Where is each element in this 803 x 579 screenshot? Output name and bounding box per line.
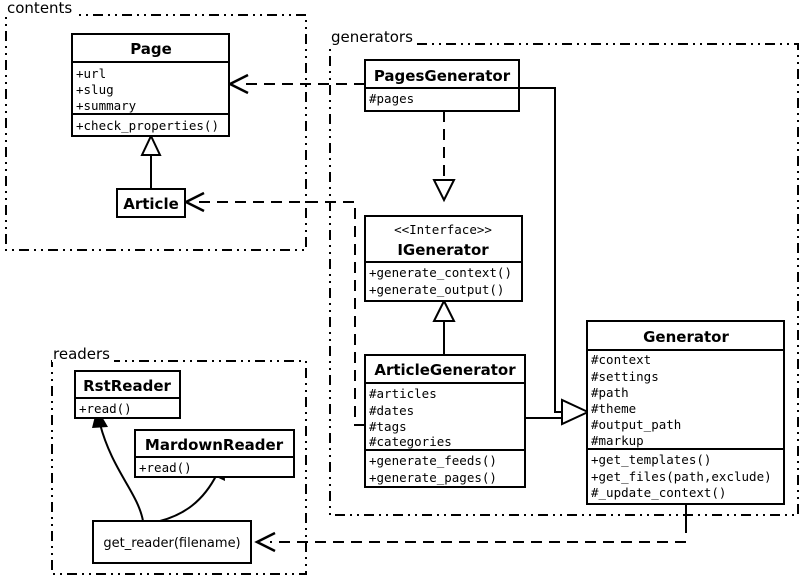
- class-rst-reader-name: RstReader: [83, 377, 171, 395]
- relation-pagesgenerator-depends-page: [227, 73, 365, 95]
- class-article-generator-operation: +generate_feeds(): [369, 453, 497, 468]
- class-rst-reader-operation: +read(): [79, 401, 132, 416]
- class-pages-generator-attribute: #pages: [369, 91, 414, 106]
- relation-pagesgenerator-realizes-igenerator: [432, 111, 456, 203]
- class-page-name: Page: [130, 40, 172, 58]
- package-contents-border: [5, 14, 307, 251]
- class-article-generator-attribute: #categories: [369, 434, 452, 449]
- class-igenerator-operation: +generate_context(): [369, 265, 512, 280]
- class-article-generator-attribute: #dates: [369, 403, 414, 418]
- class-generator-attribute: #output_path: [591, 417, 681, 432]
- class-page-attribute: +slug: [76, 82, 114, 97]
- package-readers-label-bg: [52, 345, 114, 362]
- class-generator-attribute: #markup: [591, 433, 644, 448]
- class-generator-attribute: #path: [591, 385, 629, 400]
- package-contents-label-bg: [6, 0, 76, 17]
- package-generators-border: [329, 43, 799, 516]
- package-readers-border: [51, 360, 307, 575]
- class-generator-attribute: #settings: [591, 369, 659, 384]
- class-generator-operation: +get_templates(): [591, 452, 711, 467]
- relation-articlegenerator-depends-article: [183, 191, 365, 426]
- package-generators-label-bg: [330, 28, 416, 45]
- class-article[interactable]: Article: [116, 188, 186, 218]
- class-article-generator-name: ArticleGenerator: [374, 361, 516, 379]
- relation-articlegenerator-inherits-generator: [525, 398, 591, 426]
- class-generator-name: Generator: [643, 328, 729, 346]
- class-article-generator-attribute: #tags: [369, 419, 407, 434]
- class-article-generator[interactable]: ArticleGenerator #articles #dates #tags …: [364, 354, 526, 488]
- class-article-generator-attribute: #articles: [369, 386, 437, 401]
- class-pages-generator[interactable]: PagesGenerator #pages: [364, 59, 520, 112]
- class-page-attribute: +url: [76, 66, 106, 81]
- class-igenerator-operation: +generate_output(): [369, 282, 504, 297]
- class-page[interactable]: Page +url +slug +summary +check_properti…: [71, 33, 230, 137]
- class-pages-generator-name: PagesGenerator: [374, 67, 511, 85]
- class-article-generator-operation: +generate_pages(): [369, 470, 497, 485]
- function-get-reader[interactable]: get_reader(filename): [92, 520, 252, 564]
- class-generator-operation: #_update_context(): [591, 485, 726, 500]
- class-article-name: Article: [123, 195, 179, 213]
- package-readers-label: readers: [53, 345, 110, 363]
- relation-pagesgenerator-inherits-generator: [519, 87, 562, 413]
- relation-articlegenerator-realizes-igenerator: [432, 298, 456, 355]
- class-generator-attribute: #context: [591, 352, 651, 367]
- class-igenerator-name: IGenerator: [397, 241, 489, 259]
- class-page-attribute: +summary: [76, 98, 137, 113]
- relation-article-inherits-page: [140, 133, 162, 189]
- class-igenerator[interactable]: <<Interface>> IGenerator +generate_conte…: [364, 215, 523, 302]
- class-rst-reader[interactable]: RstReader +read(): [74, 370, 181, 419]
- class-igenerator-stereotype: <<Interface>>: [394, 222, 492, 237]
- function-get-reader-label: get_reader(filename): [103, 536, 240, 551]
- package-contents-label: contents: [7, 0, 72, 17]
- class-generator-attribute: #theme: [591, 401, 636, 416]
- class-generator[interactable]: Generator #context #settings #path #them…: [586, 320, 785, 505]
- relation-generator-depends-get_reader: [254, 504, 687, 553]
- class-mardown-reader-name: MardownReader: [145, 436, 284, 454]
- class-mardown-reader-operation: +read(): [139, 460, 192, 475]
- class-page-operation: +check_properties(): [76, 118, 219, 133]
- class-generator-operation: +get_files(path,exclude): [591, 469, 772, 484]
- package-generators-label: generators: [331, 28, 413, 46]
- class-mardown-reader[interactable]: MardownReader +read(): [134, 429, 295, 478]
